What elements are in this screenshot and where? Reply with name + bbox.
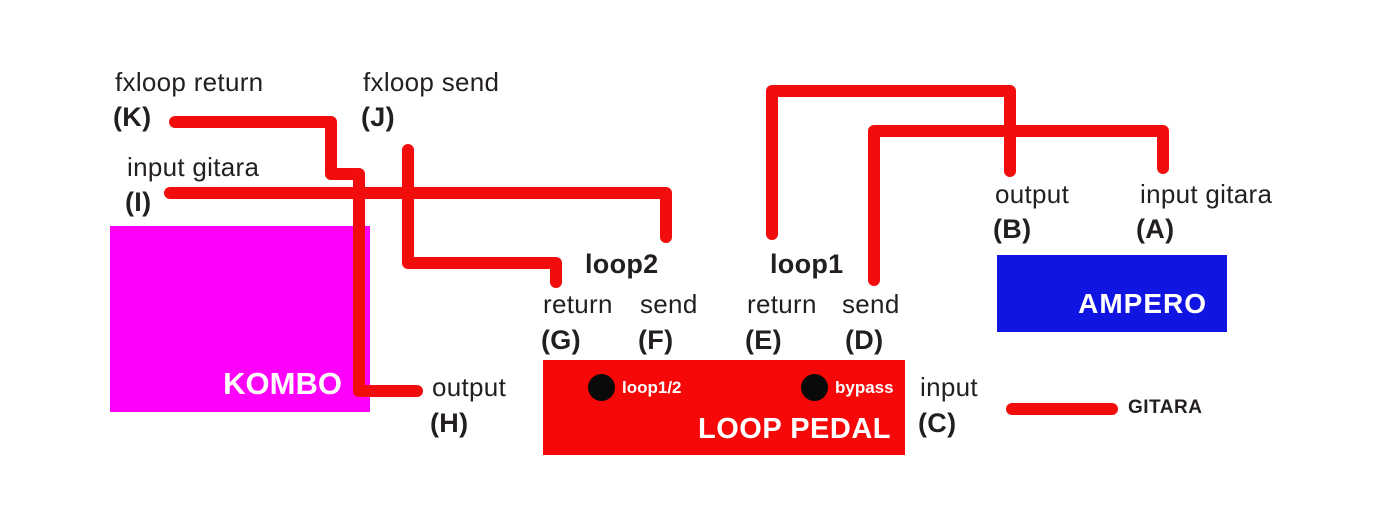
port-f-code: (F): [638, 325, 674, 355]
port-j-name: fxloop send: [363, 67, 500, 97]
loop-pedal-label: LOOP PEDAL: [698, 413, 891, 445]
kombo-device: KOMBO: [110, 226, 370, 412]
port-d-code: (D): [845, 325, 884, 355]
wire-h-to-k: [169, 116, 423, 397]
port-k-name: fxloop return: [115, 67, 264, 97]
gitara-label: GITARA: [1128, 397, 1203, 418]
port-e-name: return: [747, 289, 817, 319]
wire-j-to-g: [402, 144, 562, 288]
port-e-code: (E): [745, 325, 782, 355]
port-b-code: (B): [993, 214, 1032, 244]
bypass-led: [801, 374, 828, 401]
port-h-name: output: [432, 372, 507, 402]
wire-f-to-i: [164, 187, 672, 243]
port-f-name: send: [640, 289, 698, 319]
wire-b-to-e: [766, 85, 1016, 240]
ampero-label: AMPERO: [1078, 288, 1207, 319]
port-k-code: (K): [113, 102, 152, 132]
port-i-name: input gitara: [127, 152, 260, 182]
ampero-device: AMPERO: [997, 255, 1227, 332]
loop-switch-led: [588, 374, 615, 401]
wire-d-to-a: [868, 125, 1169, 286]
loop2-group-label: loop2: [585, 249, 659, 279]
bypass-label: bypass: [835, 378, 894, 397]
loop-pedal-device: loop1/2 bypass LOOP PEDAL: [543, 360, 905, 455]
port-h-code: (H): [430, 408, 469, 438]
port-d-name: send: [842, 289, 900, 319]
port-g-name: return: [543, 289, 613, 319]
loop1-group-label: loop1: [770, 249, 844, 279]
port-g-code: (G): [541, 325, 581, 355]
kombo-label: KOMBO: [223, 366, 342, 401]
port-a-code: (A): [1136, 214, 1175, 244]
port-j-code: (J): [361, 102, 395, 132]
port-a-name: input gitara: [1140, 179, 1273, 209]
port-c-name: input: [920, 372, 978, 402]
port-b-name: output: [995, 179, 1070, 209]
port-i-code: (I): [125, 187, 152, 217]
loop-switch-label: loop1/2: [622, 378, 682, 397]
port-c-code: (C): [918, 408, 957, 438]
